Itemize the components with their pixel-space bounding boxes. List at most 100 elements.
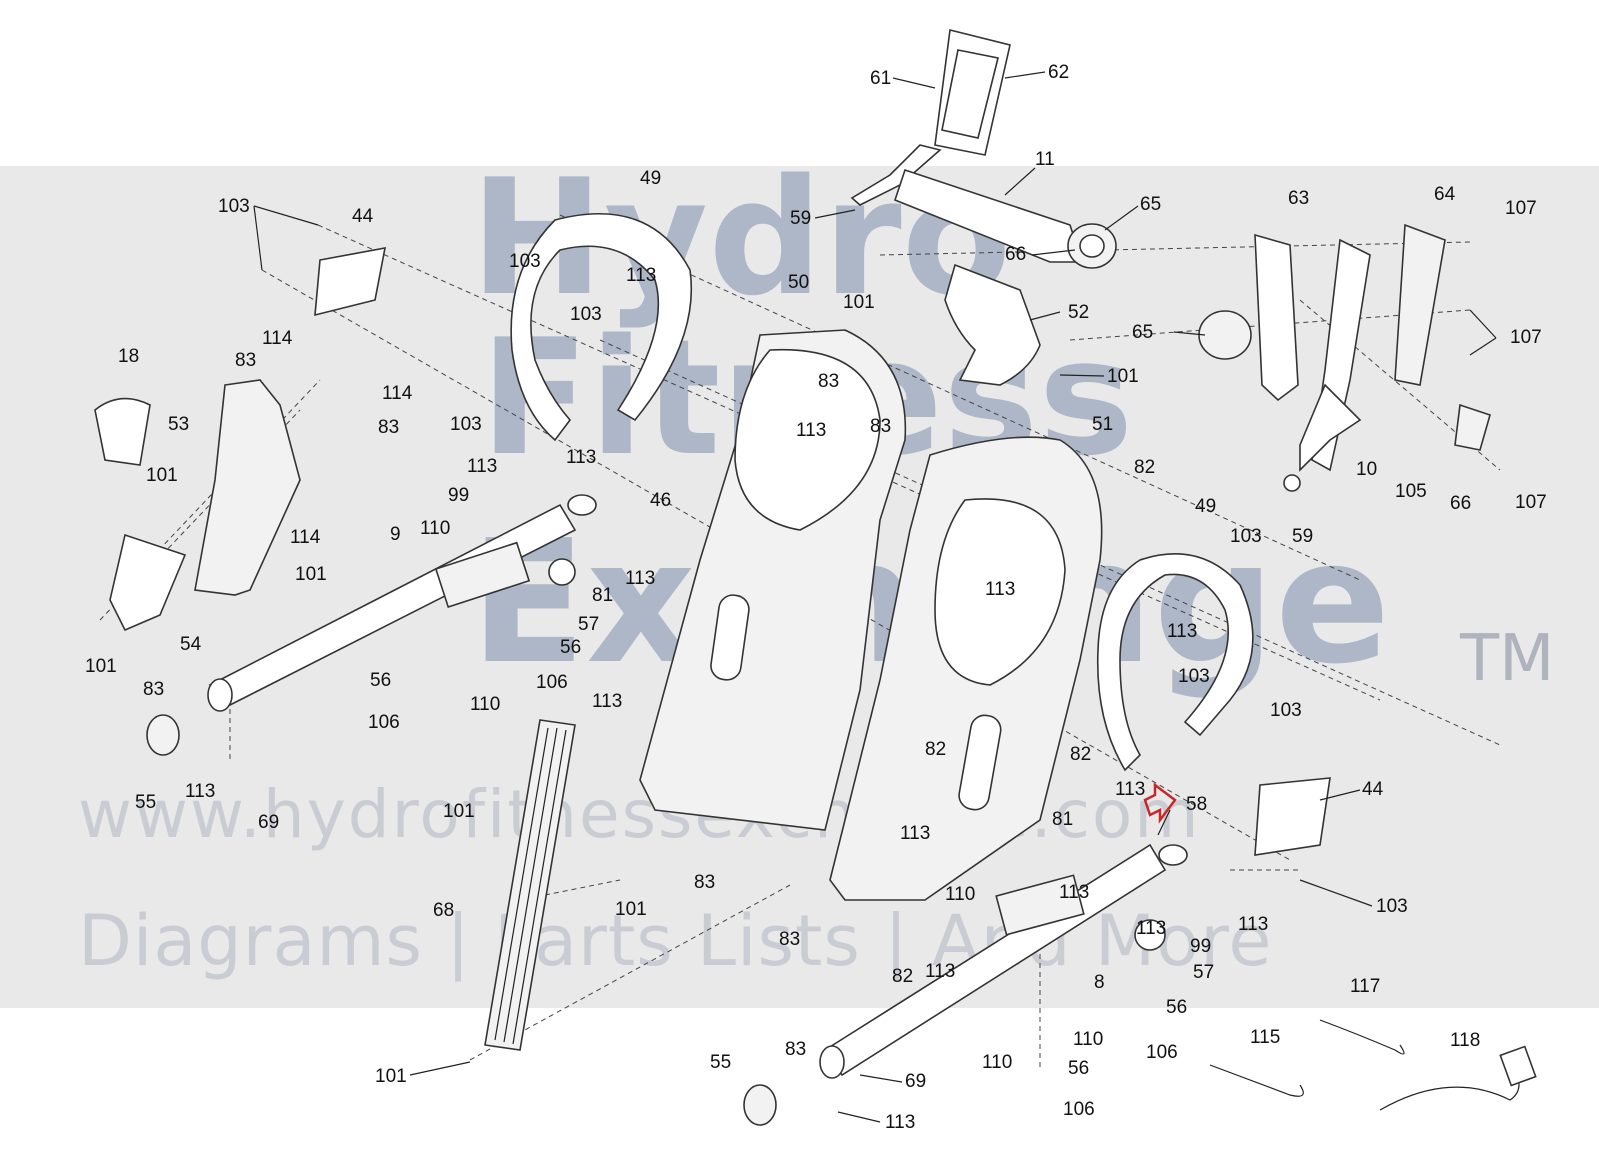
callout-label: 55 (135, 792, 156, 813)
callout-label: 10 (1356, 459, 1377, 480)
callout-label: 58 (1186, 794, 1207, 815)
callout-label: 68 (433, 900, 454, 921)
callout-label: 114 (290, 527, 321, 548)
callout-label: 81 (1052, 809, 1073, 830)
callout-label: 56 (1166, 997, 1187, 1018)
callout-label: 49 (640, 168, 661, 189)
callout-label: 56 (1068, 1058, 1089, 1079)
callout-label: 101 (85, 656, 117, 677)
callout-label: 64 (1434, 184, 1456, 205)
callout-label: 113 (1136, 918, 1166, 939)
leader-lines (253, 71, 1497, 1123)
callout-label: 103 (1270, 700, 1302, 721)
callout-label: 56 (560, 637, 581, 658)
callout-label: 51 (1092, 414, 1113, 435)
frame-housing-right (829, 436, 1103, 901)
callout-label: 59 (790, 208, 811, 229)
callout-label: 103 (509, 251, 541, 272)
callout-label: 65 (1140, 194, 1161, 215)
callout-label: 103 (570, 304, 602, 325)
callout-label: 103 (450, 414, 482, 435)
callout-label: 83 (143, 679, 164, 700)
callout-label: 113 (626, 265, 656, 286)
callout-label: 106 (1146, 1042, 1178, 1063)
callout-label: 46 (650, 490, 671, 511)
callout-label: 107 (1505, 198, 1537, 219)
callout-label: 107 (1515, 492, 1547, 513)
callout-label: 107 (1510, 327, 1542, 348)
callout-label: 83 (870, 416, 891, 437)
callout-label: 103 (1376, 896, 1408, 917)
callout-label: 57 (578, 614, 599, 635)
callout-label: 110 (1073, 1029, 1103, 1050)
callout-label: 56 (370, 670, 391, 691)
frame-housing-left (639, 329, 907, 831)
callout-label: 101 (1107, 366, 1139, 387)
callout-label: 103 (218, 196, 250, 217)
right-shroud-ring (1096, 553, 1254, 772)
callout-label: 101 (375, 1066, 407, 1087)
wheels-and-caps (146, 494, 1188, 1126)
callout-label: 113 (885, 1112, 915, 1133)
red-highlight-arrow (1143, 782, 1177, 824)
callout-label: 49 (1195, 496, 1216, 517)
handlebar-upper (850, 29, 1117, 269)
callout-label: 115 (1250, 1027, 1280, 1048)
callout-label: 101 (615, 899, 647, 920)
callout-label: 101 (295, 564, 327, 585)
callout-label: 83 (785, 1039, 806, 1060)
callout-label: 114 (262, 328, 293, 349)
callout-label: 99 (448, 485, 469, 506)
callout-label: 8 (1094, 972, 1105, 993)
callout-label: 101 (843, 292, 875, 313)
callout-label: 18 (118, 346, 139, 367)
right-handle-assembly (1198, 223, 1491, 492)
left-shroud-ring (510, 213, 693, 442)
callout-label: 110 (945, 884, 975, 905)
callout-label: 44 (1362, 779, 1384, 800)
callout-label: 83 (779, 929, 800, 950)
callout-label: 113 (796, 420, 826, 441)
callout-label: 110 (982, 1052, 1012, 1073)
callout-label: 106 (368, 712, 400, 733)
callout-label: 82 (892, 966, 913, 987)
callout-label: 113 (566, 447, 596, 468)
callout-label: 113 (1115, 779, 1145, 800)
guide-rail (484, 719, 576, 1051)
callout-label: 63 (1288, 188, 1309, 209)
callout-label: 69 (905, 1071, 926, 1092)
callout-label: 113 (1059, 882, 1089, 903)
callout-label: 118 (1450, 1030, 1480, 1051)
callout-label: 110 (420, 518, 450, 539)
callout-label: 117 (1350, 976, 1380, 997)
left-accessory-parts (94, 247, 1331, 856)
front-cover (944, 263, 1041, 386)
callout-label: 113 (625, 568, 655, 589)
callout-label: 113 (185, 781, 215, 802)
callout-label: 113 (925, 961, 955, 982)
callout-labels: 61 62 11 59 65 66 49 103 44 103 113 103 … (85, 62, 1547, 1133)
callout-label: 106 (536, 672, 568, 693)
callout-label: 113 (1238, 914, 1268, 935)
callout-label: 106 (1063, 1099, 1095, 1120)
callout-label: 113 (1167, 621, 1197, 642)
callout-label: 82 (1134, 457, 1155, 478)
base-stabilizer-tubes (207, 503, 1167, 1079)
watermark-trademark: TM (1460, 622, 1555, 696)
callout-label: 83 (235, 350, 256, 371)
callout-label: 83 (694, 872, 715, 893)
callout-label: 59 (1292, 526, 1313, 547)
callout-label: 65 (1132, 322, 1153, 343)
callout-label: 82 (1070, 744, 1091, 765)
callout-label: 114 (382, 383, 413, 404)
callout-label: 9 (390, 524, 401, 545)
callout-label: 55 (710, 1052, 731, 1073)
callout-label: 61 (870, 68, 891, 89)
callout-label: 103 (1230, 526, 1262, 547)
callout-label: 83 (378, 417, 399, 438)
callout-label: 113 (592, 691, 622, 712)
callout-label: 81 (592, 585, 613, 606)
callout-label: 66 (1450, 493, 1471, 514)
